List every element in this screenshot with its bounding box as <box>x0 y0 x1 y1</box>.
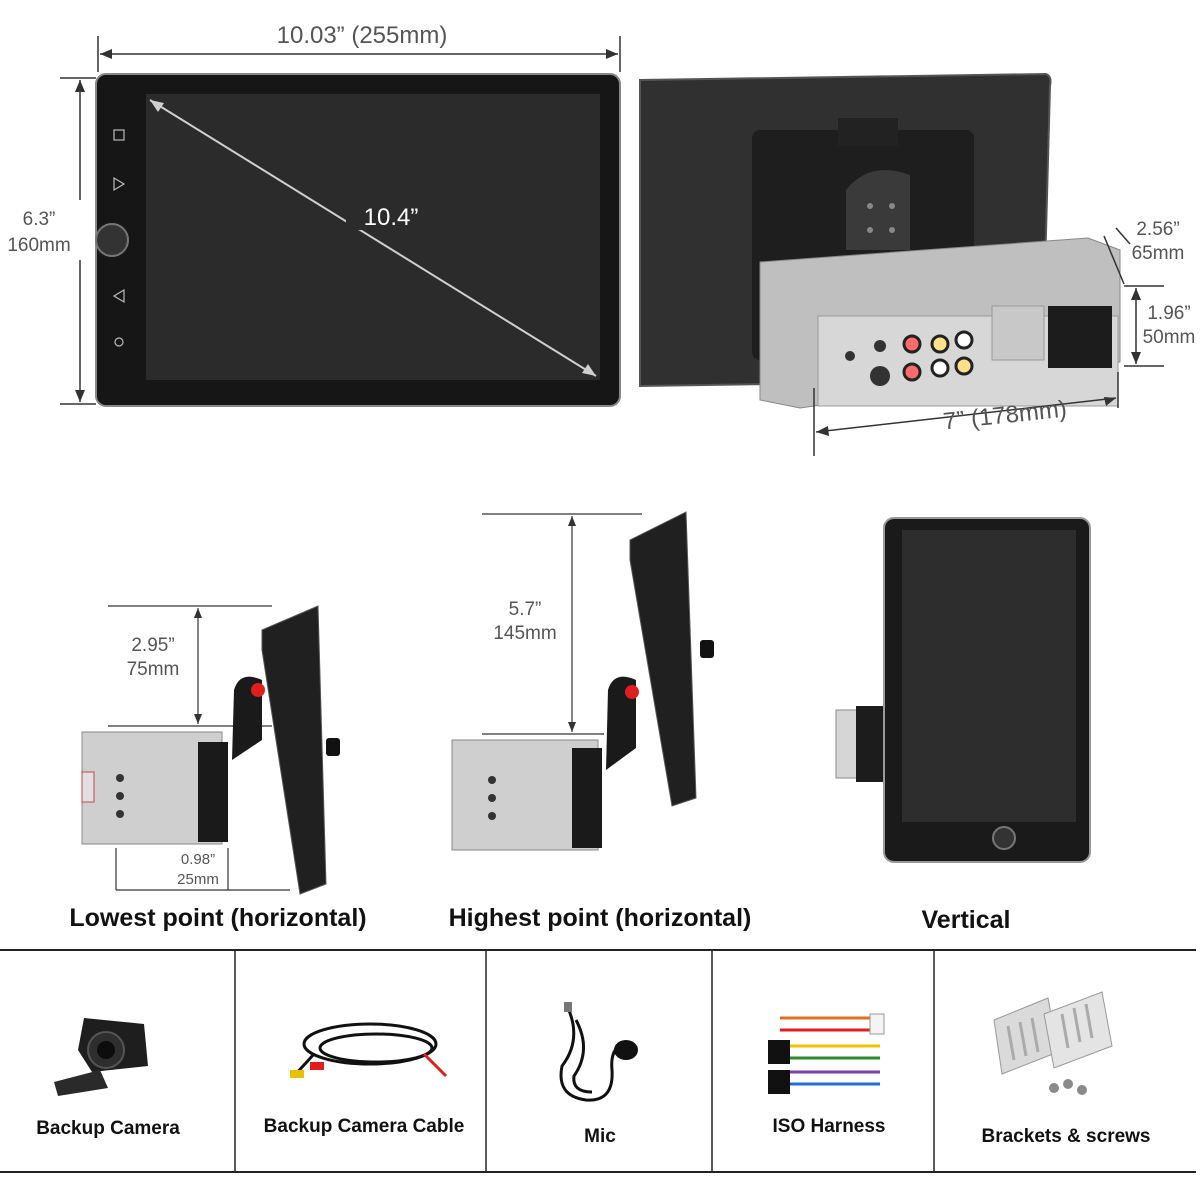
cable-icon <box>290 1022 448 1078</box>
accessory-label-brackets: Brackets & screws <box>981 1126 1151 1147</box>
height-dimension-mm: 160mm <box>7 235 71 256</box>
chassis-height-in: 1.96” <box>1147 303 1191 324</box>
front-view-drawing <box>60 36 621 407</box>
height-dimension-in: 6.3” <box>22 209 56 230</box>
chassis-height-mm: 50mm <box>1142 327 1196 348</box>
caption-highest: Highest point (horizontal) <box>448 904 752 932</box>
camera-icon <box>54 1018 148 1096</box>
accessory-label-camera: Backup Camera <box>36 1118 180 1139</box>
mic-icon <box>559 1002 638 1102</box>
highest-dim-mm: 145mm <box>493 623 557 644</box>
depth-dimension-mm: 65mm <box>1131 243 1185 264</box>
brackets-icon <box>993 991 1113 1095</box>
rear-view-drawing <box>639 72 1164 456</box>
depth-dimension-in: 2.56” <box>1136 219 1180 240</box>
width-dimension: 10.03” (255mm) <box>276 22 448 49</box>
caption-vertical: Vertical <box>921 906 1011 934</box>
lowest-dim-in: 2.95” <box>131 635 175 656</box>
accessory-label-harness: ISO Harness <box>772 1116 886 1137</box>
diagonal-dimension: 10.4” <box>346 206 436 230</box>
highest-dim-in: 5.7” <box>508 599 542 620</box>
harness-icon <box>768 1013 885 1094</box>
lowest-offset-mm: 25mm <box>177 871 219 888</box>
lowest-offset-in: 0.98” <box>180 851 216 868</box>
positions-drawing <box>81 511 1091 895</box>
caption-lowest: Lowest point (horizontal) <box>69 904 367 932</box>
accessory-label-mic: Mic <box>584 1126 616 1147</box>
lowest-dim-mm: 75mm <box>126 659 180 680</box>
accessory-label-cable: Backup Camera Cable <box>263 1116 465 1137</box>
